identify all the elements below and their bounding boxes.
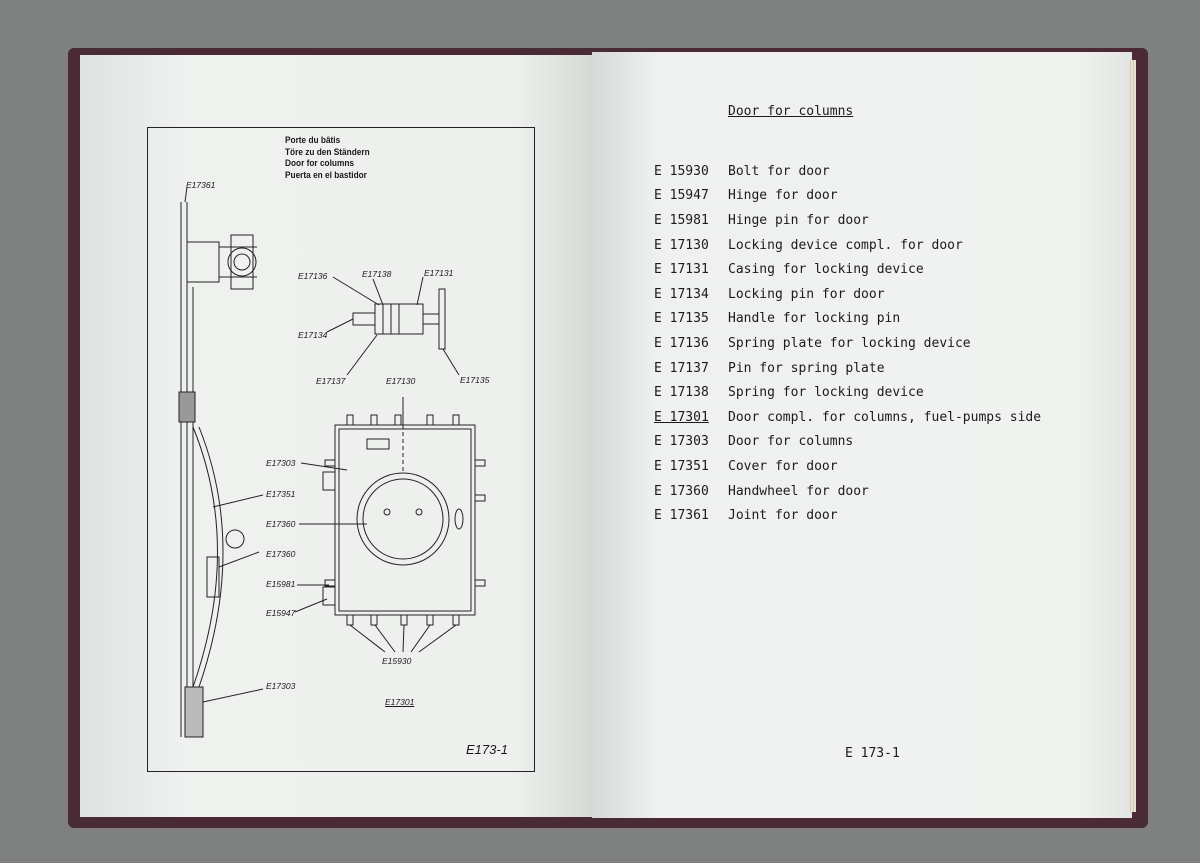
part-description: Hinge for door [728,188,838,204]
list-item: E 17351 Cover for door [654,454,1041,479]
part-code: E 17361 [654,508,709,524]
part-description: Pin for spring plate [728,360,885,376]
part-code: E 17351 [654,458,709,474]
callout-e17303-second: E17303 [266,681,296,691]
left-page [80,55,592,817]
callout-e17351: E17351 [266,489,296,499]
parts-list: E 15930 Bolt for door E 15947 Hinge for … [654,159,1041,528]
list-item: E 17130 Locking device compl. for door [654,233,1041,258]
title-german: Töre zu den Ständern [285,146,370,157]
part-description: Hinge pin for door [728,212,869,228]
part-code: E 17131 [654,262,709,278]
list-item: E 17135 Handle for locking pin [654,307,1041,332]
page-title: Door for columns [728,104,854,119]
callout-e17301: E17301 [385,697,415,707]
list-item: E 15930 Bolt for door [654,159,1041,184]
list-item: E 17137 Pin for spring plate [654,356,1041,381]
title-french: Porte du bâtis [285,135,341,145]
drawing-frame [147,127,535,772]
right-page [592,52,1132,818]
callout-e17138: E17138 [362,269,392,279]
part-description: Bolt for door [728,163,830,179]
part-description: Locking device compl. for door [728,237,963,253]
callout-e17134: E17134 [298,330,328,340]
list-item: E 15947 Hinge for door [654,184,1041,209]
part-code: E 17360 [654,483,709,499]
part-description: Door compl. for columns, fuel-pumps side [728,409,1042,425]
part-code: E 17130 [654,237,709,253]
hinge-boss [227,247,257,277]
callout-e15981: E15981 [266,579,296,589]
title-spanish: Puerta en el bastidor [285,169,367,180]
part-description: Door for columns [728,434,854,450]
callout-e17360-second: E17360 [266,549,296,559]
callout-e17137: E17137 [316,376,346,386]
handwheel [225,529,245,549]
list-item: E 17136 Spring plate for locking device [654,331,1041,356]
callout-e17303: E17303 [266,458,296,468]
technical-drawing [178,186,486,738]
list-item: E 17301 Door compl. for columns, fuel-pu… [654,405,1041,430]
list-item: E 17138 Spring for locking device [654,380,1041,405]
part-description: Spring plate for locking device [728,335,971,351]
part-description: Locking pin for door [728,286,885,302]
callout-e17135: E17135 [460,375,490,385]
title-english: Door for columns [285,158,355,168]
part-code: E 17303 [654,434,709,450]
right-page-number: E 173-1 [845,746,900,761]
callout-e15930: E15930 [382,656,412,666]
part-code: E 17138 [654,385,709,401]
part-description: Handwheel for door [728,483,869,499]
part-code: E 17301 [654,409,709,425]
list-item: E 17360 Handwheel for door [654,479,1041,504]
door-outline [334,424,476,616]
callout-e17361: E17361 [186,180,216,190]
inspection-cover [356,472,450,566]
left-page-number: E173-1 [466,742,508,757]
list-item: E 17134 Locking pin for door [654,282,1041,307]
part-description: Casing for locking device [728,262,924,278]
callout-e17136: E17136 [298,271,328,281]
part-code: E 17137 [654,360,709,376]
list-item: E 17361 Joint for door [654,503,1041,528]
page-edges [1128,60,1136,812]
drawing-titles: Porte du bâtis Töre zu den Ständern Door… [285,135,370,181]
part-description: Joint for door [728,508,838,524]
part-code: E 17134 [654,286,709,302]
part-code: E 15947 [654,188,709,204]
list-item: E 17303 Door for columns [654,430,1041,455]
part-description: Handle for locking pin [728,311,901,327]
part-code: E 17136 [654,335,709,351]
list-item: E 17131 Casing for locking device [654,257,1041,282]
list-item: E 15981 Hinge pin for door [654,208,1041,233]
callout-e17131: E17131 [424,268,454,278]
callout-e17360: E17360 [266,519,296,529]
part-code: E 17135 [654,311,709,327]
part-code: E 15981 [654,212,709,228]
callout-e15947: E15947 [266,608,296,618]
callout-e17130: E17130 [386,376,416,386]
part-description: Spring for locking device [728,385,924,401]
part-description: Cover for door [728,458,838,474]
part-code: E 15930 [654,163,709,179]
